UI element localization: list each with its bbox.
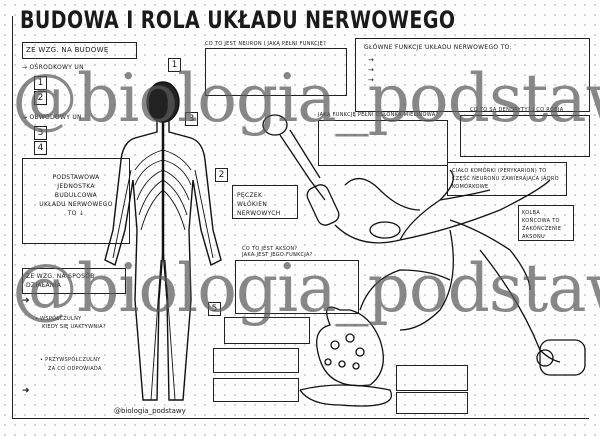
watermark: @biologia_podstawy: [12, 60, 600, 137]
myelin-question: JAKĄ FUNKCJĘ PEŁNI OSŁONKA MIELINOWA?: [318, 112, 439, 118]
basic-unit-line: BUDULCOWA: [54, 192, 98, 199]
parasympathetic-label: • PRZYWSPÓŁCZULNY: [40, 357, 101, 363]
bullet-arrow: →: [368, 66, 374, 74]
axon-terminal-label: KOLBA KOŃCOWA TO ZAKOŃCZENIE AKSONU: [518, 205, 574, 241]
axon-question: CO TO JEST AKSON? JAKA JEST JEGO FUNKCJA…: [242, 246, 313, 258]
page-title: BUDOWA I ROLA UKŁADU NERWOWEGO: [20, 6, 456, 34]
answer-box[interactable]: [396, 365, 468, 391]
myelin-answer-box[interactable]: [318, 120, 448, 166]
bullet-arrow: →: [368, 56, 374, 64]
bullet-arrow: →: [368, 76, 374, 84]
answer-box[interactable]: [213, 348, 299, 373]
structure-heading: ZE WZG. NA BUDOWĘ: [22, 42, 137, 59]
number-box: 4: [34, 141, 47, 155]
basic-unit-line: PODSTAWOWA: [52, 174, 100, 181]
basic-unit-line: UKŁADU NERWOWEGO: [39, 201, 113, 208]
sympathetic-question: KIEDY SIĘ UAKTYWNIA?: [42, 324, 106, 330]
arrow-icon: ➜: [22, 386, 30, 396]
number-box: 3: [34, 126, 47, 140]
neuron-question: CO TO JEST NEURON I JAKĄ PEŁNI FUNKCJĘ?: [205, 41, 327, 47]
arrow-icon: ➜: [22, 296, 30, 306]
basic-unit-line: JEDNOSTKA: [57, 183, 95, 190]
figure-label: 1: [168, 58, 181, 72]
basic-unit-line: TO ↓: [67, 210, 85, 217]
neuron-diagram: [262, 114, 586, 407]
main-functions-box: GŁÓWNE FUNKCJE UKŁADU NERWOWEGO TO: → → …: [355, 38, 590, 112]
neuron-answer-box[interactable]: [205, 48, 347, 96]
page-border: [12, 16, 589, 419]
figure-label: 3: [185, 112, 198, 126]
parasympathetic-question: ZA CO ODPOWIADA: [48, 366, 102, 372]
central-ns-label: → OŚRODKOWY UN: [22, 64, 84, 71]
function-heading: ZE WZG. NA SPOSÓB DZIAŁANIA: [22, 268, 126, 294]
axon-answer-box[interactable]: [235, 260, 359, 314]
number-box: 1: [34, 76, 47, 90]
number-box: 2: [34, 91, 47, 105]
watermark: @biologia_podstawy: [12, 250, 600, 327]
main-functions-heading: GŁÓWNE FUNKCJE UKŁADU NERWOWEGO TO:: [364, 44, 512, 51]
peripheral-ns-label: → OBWODOWY UN: [22, 114, 82, 121]
figure-label: 5: [208, 302, 221, 316]
answer-box[interactable]: [396, 392, 468, 414]
perikaryon-label: CIAŁO KOMÓRKI (PERYKARION) TO CZĘŚĆ NEUR…: [447, 162, 567, 196]
figure-label: 2: [215, 168, 228, 182]
sympathetic-label: • WSPÓŁCZULNY: [35, 316, 82, 322]
axon-question-line: JAKA JEST JEGO FUNKCJA?: [242, 252, 313, 258]
footer-signature: @biologia_podstawy: [112, 407, 188, 415]
answer-box[interactable]: [224, 317, 310, 344]
dendrites-answer-box[interactable]: [460, 115, 590, 157]
answer-box[interactable]: [213, 378, 299, 402]
nerve-bundle-label: PĘCZEK WŁÓKIEN NERWOWYCH: [232, 185, 298, 219]
dendrites-question: CO TO SĄ DENDRYTY? I CO ROBIĄ: [470, 107, 564, 113]
human-nervous-system-figure: [104, 81, 222, 401]
axon-question-line: CO TO JEST AKSON?: [242, 246, 298, 252]
